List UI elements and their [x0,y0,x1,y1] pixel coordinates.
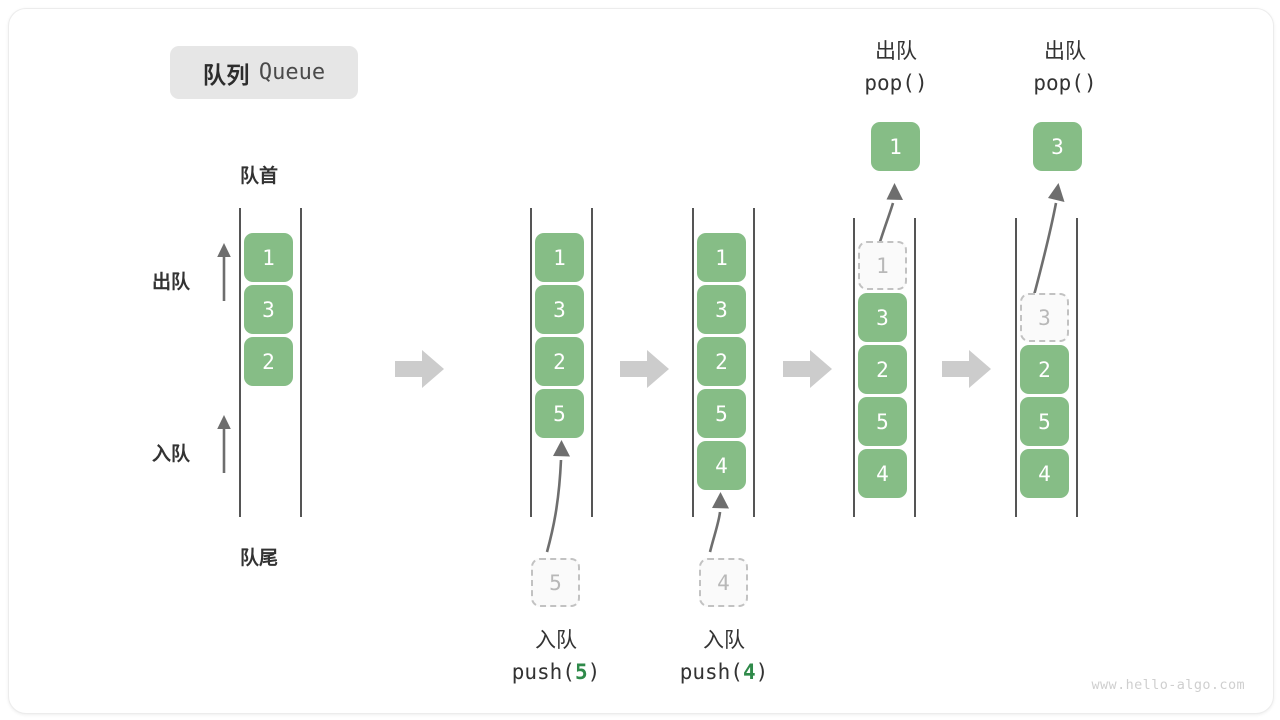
queue-rail-right-3 [753,208,755,517]
step-separator-arrow-icon [620,350,669,388]
diagram-title-badge: 队列 Queue [170,46,358,99]
pop-arrow-icon [1031,183,1065,300]
step-separator-arrow-icon [783,350,832,388]
queue-element: 3 [535,285,584,334]
queue-rail-left-3 [692,208,694,517]
popped-element: 3 [1033,122,1082,171]
queue-element: 2 [244,337,293,386]
queue-rail-right-5 [1076,218,1078,517]
operation-label-pop-1: 出队 pop() [835,37,957,99]
pop-arrow-icon [877,183,903,246]
step-separator-arrow-icon [395,350,444,388]
queue-rail-right-4 [914,218,916,517]
step-separator-arrow-icon [942,350,991,388]
title-english: Queue [258,60,326,85]
queue-rail-right-2 [591,208,593,517]
queue-element-new: 4 [697,441,746,490]
queue-element: 1 [535,233,584,282]
queue-element: 4 [858,449,907,498]
operation-name-cn: 入队 [703,629,745,652]
queue-rail-left-1 [239,208,241,517]
queue-element: 5 [858,397,907,446]
queue-element: 2 [535,337,584,386]
watermark: www.hello-algo.com [1091,677,1245,693]
queue-rear-label: 队尾 [240,548,279,569]
queue-rail-left-2 [530,208,532,517]
queue-element: 3 [858,293,907,342]
operation-code: pop() [864,71,928,95]
queue-element: 5 [1020,397,1069,446]
operation-label-push-5: 入队 push(5) [495,626,617,688]
queue-element: 4 [1020,449,1069,498]
diagram-stage: 队列 Queue 队首 队尾 出队 入队 1 3 2 1 3 2 5 5 入队 … [9,9,1273,713]
enqueue-direction-label: 入队 [152,444,191,465]
operation-label-pop-3: 出队 pop() [1004,37,1126,99]
enqueue-up-arrow-icon [217,415,231,473]
dequeue-direction-label: 出队 [152,272,191,293]
queue-element: 3 [244,285,293,334]
popped-element: 1 [871,122,920,171]
queue-element-new: 5 [535,389,584,438]
operation-code: pop() [1033,71,1097,95]
removed-element-ghost: 3 [1020,293,1069,342]
queue-front-label: 队首 [240,166,279,187]
queue-element: 1 [244,233,293,282]
queue-element: 3 [697,285,746,334]
queue-element: 2 [858,345,907,394]
operation-code: push(4) [679,660,769,684]
operation-name-cn: 入队 [535,629,577,652]
title-chinese: 队列 [202,61,250,88]
push-arrow-icon [545,440,570,553]
queue-rail-left-4 [853,218,855,517]
queue-rail-right-1 [300,208,302,517]
pending-element-ghost: 5 [531,558,580,607]
push-arrow-icon [708,492,729,553]
queue-element: 5 [697,389,746,438]
diagram-card: 队列 Queue 队首 队尾 出队 入队 1 3 2 1 3 2 5 5 入队 … [8,8,1274,714]
operation-label-push-4: 入队 push(4) [663,626,785,688]
removed-element-ghost: 1 [858,241,907,290]
queue-element: 2 [697,337,746,386]
operation-code: push(5) [511,660,601,684]
operation-name-cn: 出队 [1044,40,1086,63]
queue-element: 2 [1020,345,1069,394]
pending-element-ghost: 4 [699,558,748,607]
queue-rail-left-5 [1015,218,1017,517]
operation-name-cn: 出队 [875,40,917,63]
queue-element: 1 [697,233,746,282]
dequeue-up-arrow-icon [217,243,231,301]
